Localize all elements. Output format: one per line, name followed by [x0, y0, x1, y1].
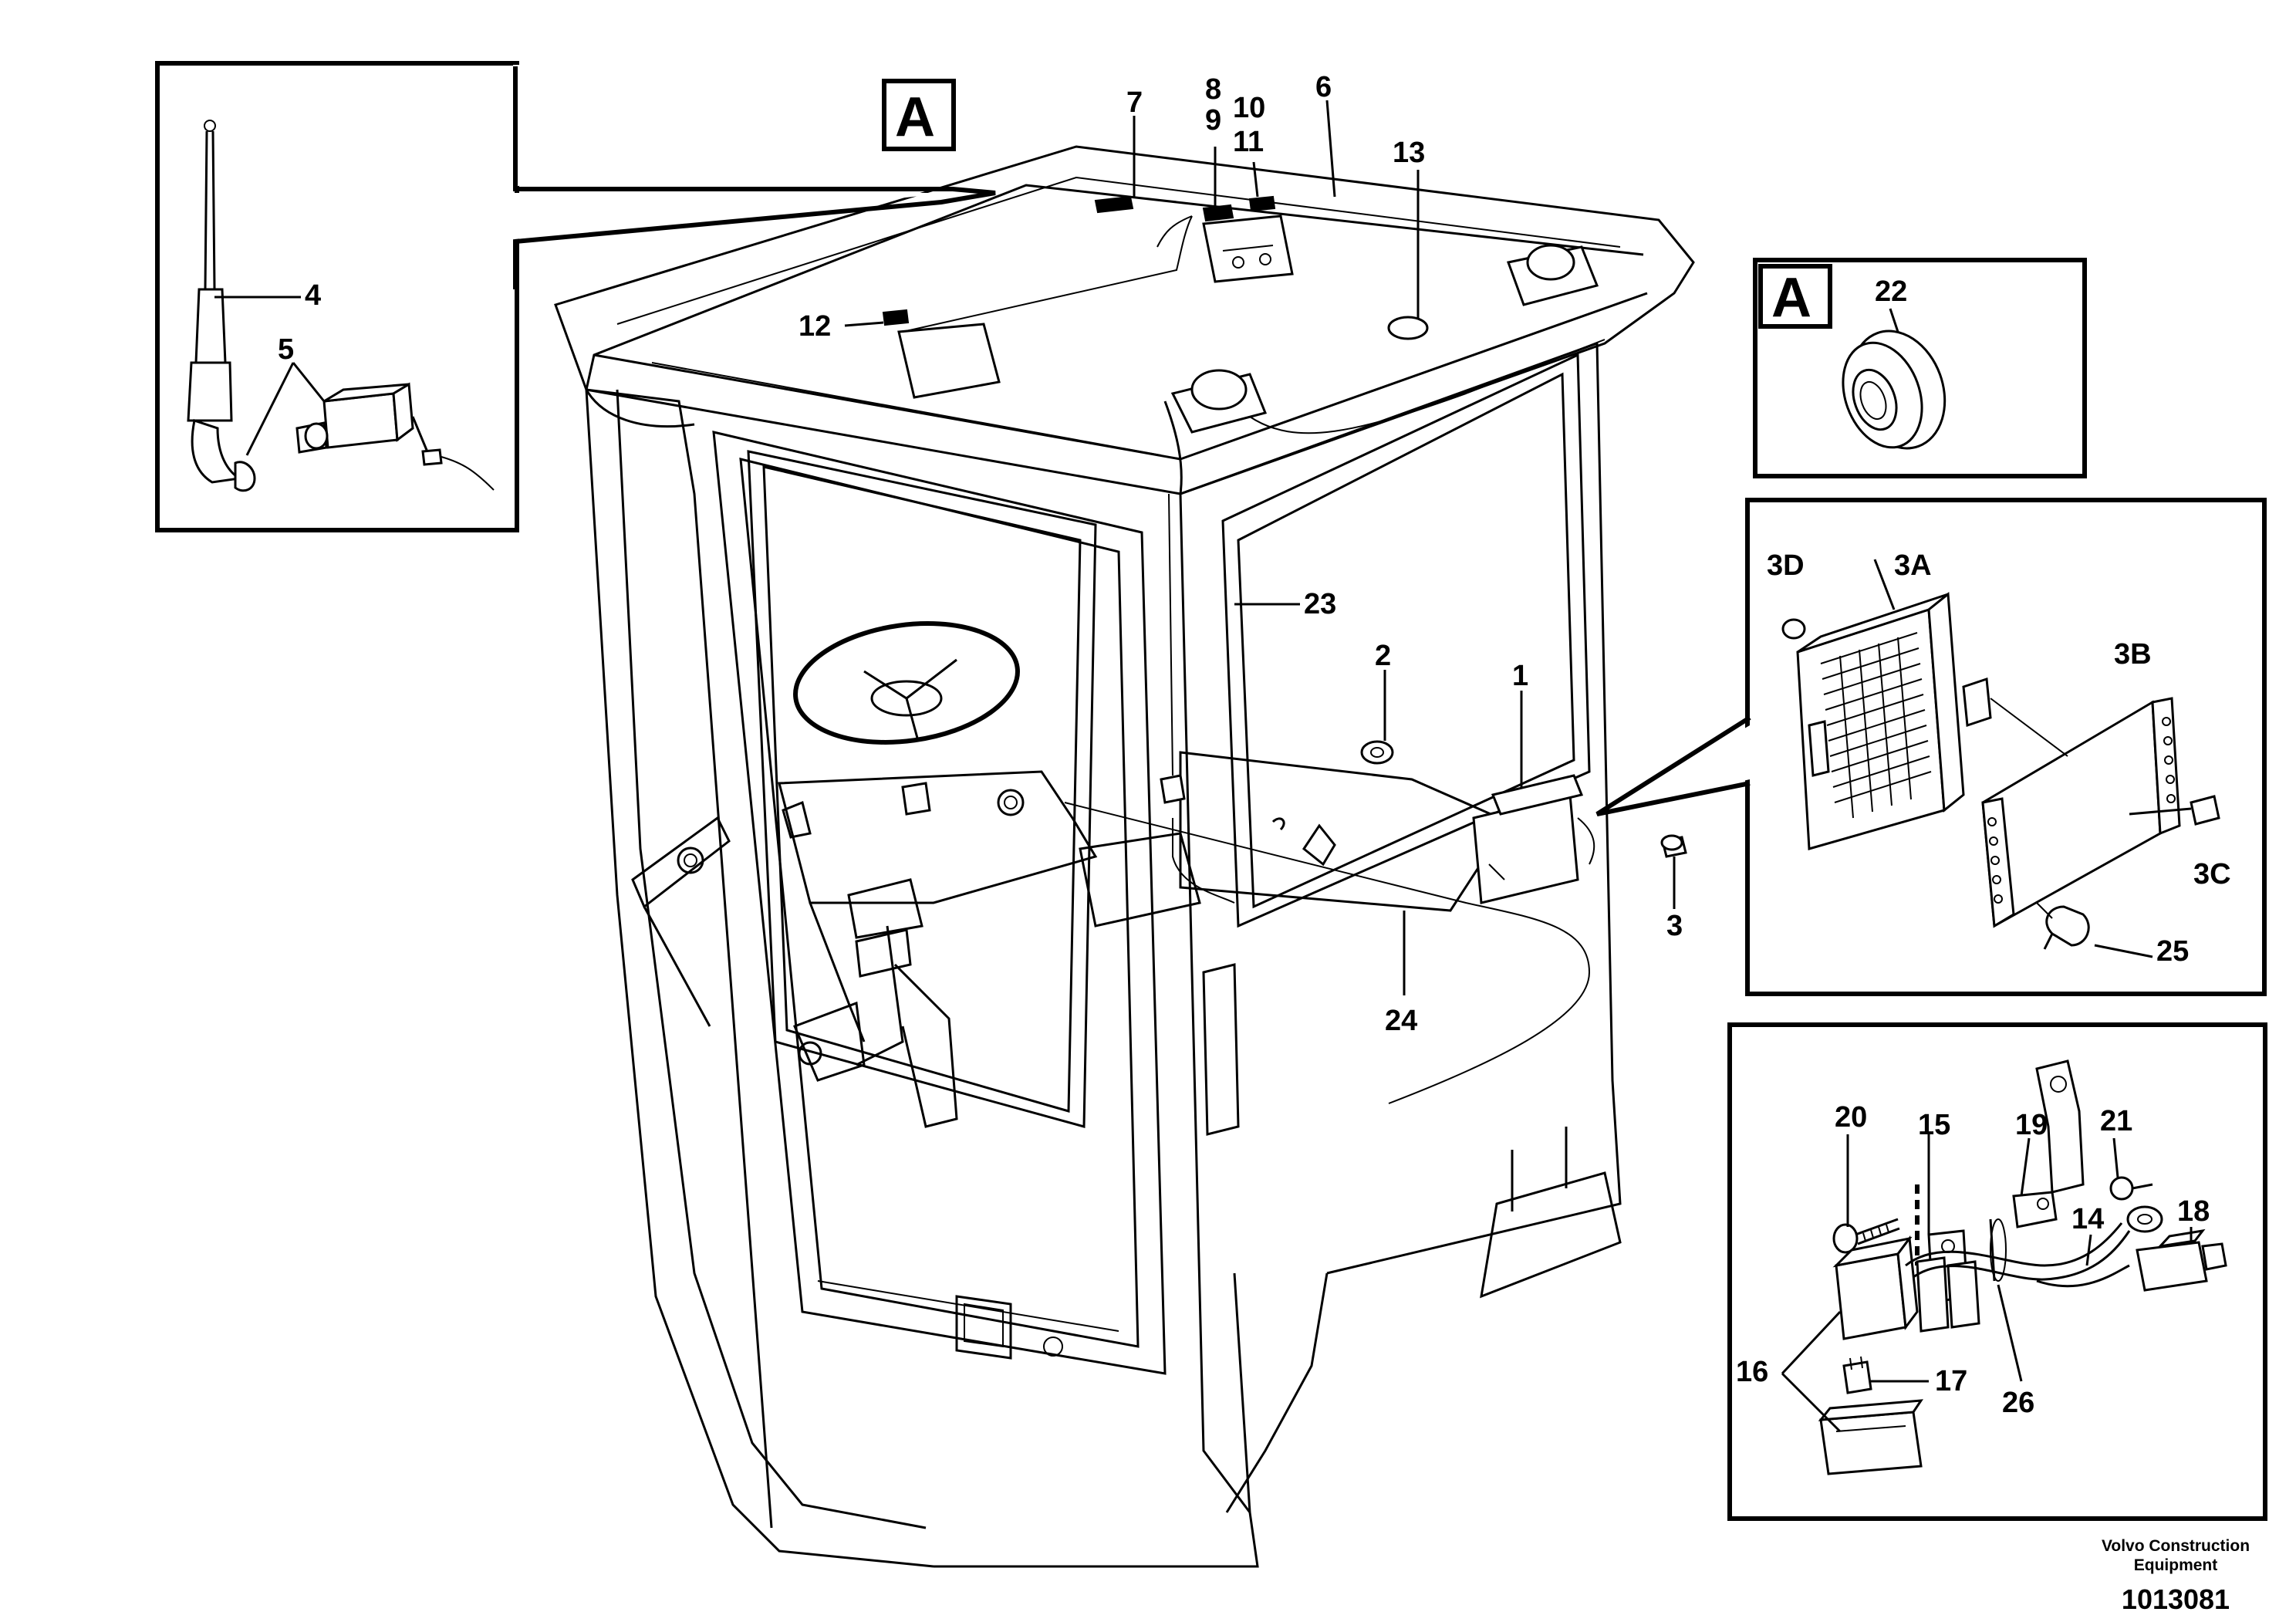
cab-drawing [554, 145, 1695, 1568]
detail-fuse-holder [1727, 1022, 2267, 1521]
callout-3C: 3C [2193, 858, 2231, 890]
callout-3B: 3B [2114, 638, 2152, 671]
company-line-1: Volvo Construction [2102, 1537, 2250, 1555]
detail-a-inset-label: A [1771, 267, 1811, 329]
bracket-holes [1987, 717, 2176, 904]
callout-19: 19 [2015, 1109, 2048, 1141]
detail-a-antenna [155, 61, 996, 532]
callout-20: 20 [1835, 1101, 1867, 1134]
callout-26: 26 [2002, 1387, 2034, 1419]
callout-18: 18 [2177, 1195, 2210, 1228]
detail-radio-mount [1595, 498, 2267, 996]
callout-3A: 3A [1894, 549, 1932, 582]
callout-8: 8 [1205, 73, 1221, 106]
drawing-number: 1013081 [2122, 1583, 2230, 1615]
callout-21: 21 [2100, 1105, 2132, 1137]
callout-3: 3 [1666, 910, 1683, 942]
callout-7: 7 [1126, 86, 1143, 119]
company-line-2: Equipment [2134, 1556, 2218, 1574]
callout-4: 4 [305, 279, 321, 312]
detail-a-label-box [882, 79, 956, 151]
callout-2: 2 [1375, 640, 1391, 672]
leader-lines [844, 100, 1676, 995]
callout-15: 15 [1918, 1109, 1950, 1141]
callout-17: 17 [1935, 1365, 1967, 1397]
callout-12: 12 [799, 310, 831, 343]
callout-labels: A A 4 5 7 8 9 10 11 6 12 13 23 2 1 3 24 … [278, 71, 2231, 1419]
detail-a-label: A [895, 86, 935, 148]
radio-grille [1820, 632, 1932, 819]
detail-a-grommet-inset [1753, 258, 2087, 478]
callout-14: 14 [2071, 1203, 2104, 1235]
callout-9: 9 [1205, 104, 1221, 137]
callout-23: 23 [1304, 588, 1336, 620]
callout-6: 6 [1315, 71, 1332, 103]
callout-22: 22 [1875, 275, 1907, 308]
footer: Volvo Construction Equipment 1013081 [2102, 1537, 2250, 1615]
callout-13: 13 [1393, 137, 1425, 169]
callout-16: 16 [1736, 1356, 1768, 1388]
callout-25: 25 [2156, 935, 2189, 968]
callout-1: 1 [1512, 660, 1528, 692]
callout-11: 11 [1233, 126, 1264, 158]
callout-5: 5 [278, 333, 294, 366]
callout-3D: 3D [1767, 549, 1805, 582]
callout-24: 24 [1385, 1005, 1417, 1037]
callout-10: 10 [1233, 92, 1265, 124]
